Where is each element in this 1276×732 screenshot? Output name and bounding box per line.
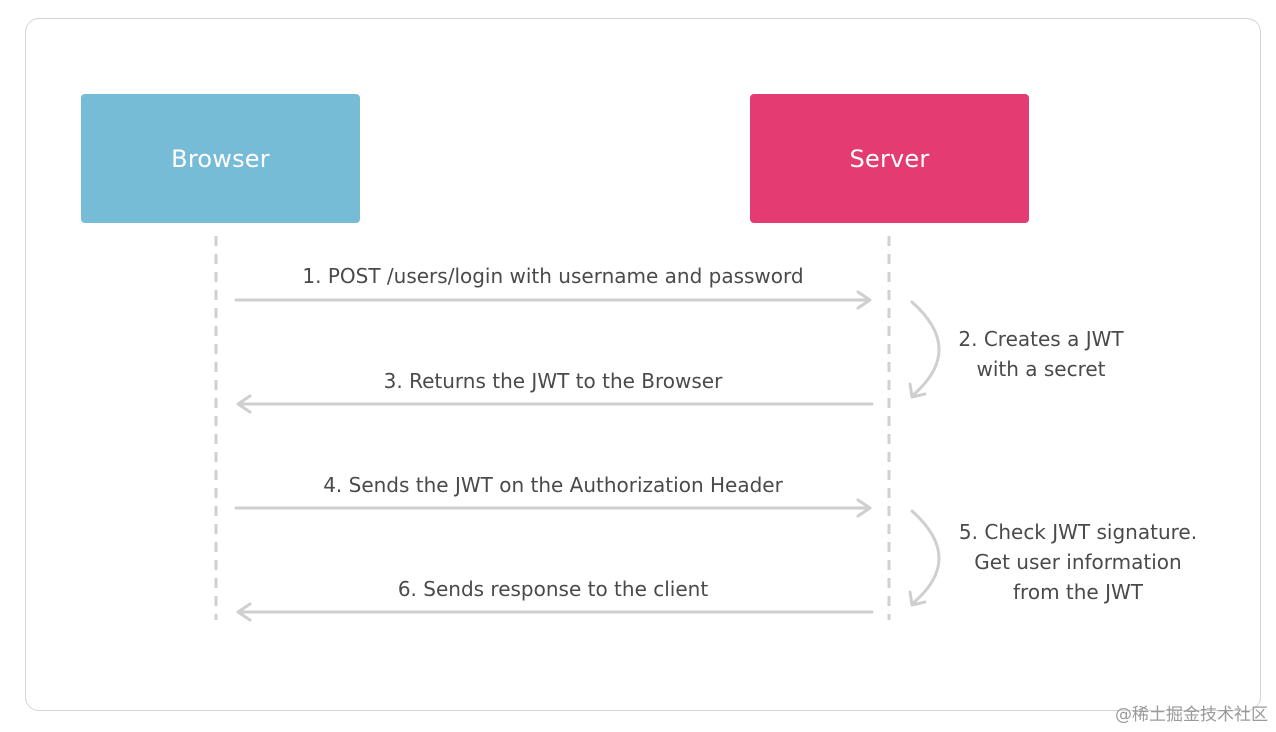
server-actor-label: Server xyxy=(849,144,930,173)
note-line: 5. Check JWT signature. xyxy=(958,520,1198,544)
message-label-4: 4. Sends the JWT on the Authorization He… xyxy=(323,473,783,497)
note-line: 2. Creates a JWT xyxy=(958,327,1124,351)
message-arrow-1 xyxy=(234,290,872,310)
message-arrow-3 xyxy=(236,394,874,414)
watermark-text: @稀土掘金技术社区 xyxy=(1115,705,1268,725)
message-label-3: 3. Returns the JWT to the Browser xyxy=(383,369,723,393)
message-arrow-6 xyxy=(236,602,874,622)
server-actor-box: Server xyxy=(750,94,1029,223)
message-arrow-4 xyxy=(234,498,872,518)
message-label-6: 6. Sends response to the client xyxy=(397,577,709,601)
note-line: Get user information xyxy=(974,550,1182,574)
browser-actor-label: Browser xyxy=(171,144,270,173)
note-line: with a secret xyxy=(976,357,1106,381)
note-creates-jwt: 2. Creates a JWT with a secret xyxy=(958,324,1123,384)
note-line: from the JWT xyxy=(1013,580,1143,604)
note-check-signature: 5. Check JWT signature. Get user informa… xyxy=(959,517,1197,607)
self-call-arrow-2 xyxy=(908,300,941,399)
browser-actor-box: Browser xyxy=(81,94,360,223)
self-call-arrow-5 xyxy=(908,509,941,607)
message-label-1: 1. POST /users/login with username and p… xyxy=(302,264,804,288)
